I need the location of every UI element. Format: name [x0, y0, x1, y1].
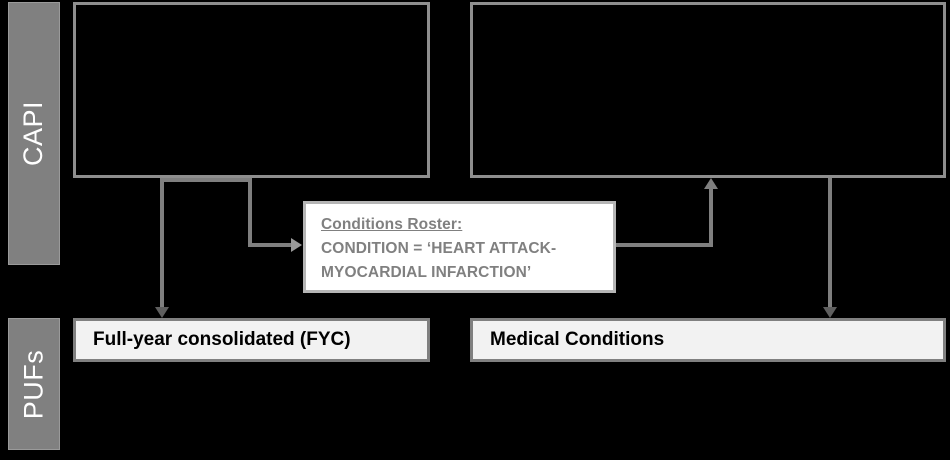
arrow-down-to-medical-conditions — [823, 307, 837, 318]
arrow-right-to-roster — [291, 238, 302, 252]
conditions-roster-title: Conditions Roster: — [321, 216, 463, 233]
puf-full-year-consolidated: Full-year consolidated (FYC) — [73, 318, 430, 362]
connector-left-panel-elbow-run — [248, 243, 294, 247]
band-capi: CAPI — [8, 2, 60, 265]
conditions-roster-box: Conditions Roster: CONDITION = ‘HEART AT… — [303, 201, 616, 293]
connector-roster-to-right-panel-run — [616, 243, 713, 247]
capi-panel-right — [470, 2, 946, 178]
connector-roster-to-right-panel-rise — [709, 189, 713, 245]
arrow-up-to-right-panel — [704, 178, 718, 189]
connector-left-panel-elbow-drop — [248, 178, 252, 247]
conditions-roster-criteria-line-2: MYOCARDIAL INFARCTION’ — [321, 264, 532, 281]
band-pufs-label: PUFs — [18, 349, 49, 419]
band-capi-label: CAPI — [18, 100, 49, 167]
band-pufs: PUFs — [8, 318, 60, 450]
connector-left-panel-to-fyc — [160, 178, 164, 310]
puf-medical-conditions: Medical Conditions — [470, 318, 946, 362]
capi-panel-left — [73, 2, 430, 178]
arrow-down-to-fyc — [155, 307, 169, 318]
connector-right-panel-to-medical-conditions — [828, 178, 832, 310]
puf-full-year-consolidated-label: Full-year consolidated (FYC) — [93, 329, 351, 350]
connector-left-panel-elbow-top — [160, 178, 252, 182]
conditions-roster-criteria-line-1: CONDITION = ‘HEART ATTACK- — [321, 240, 557, 257]
puf-medical-conditions-label: Medical Conditions — [490, 329, 665, 350]
